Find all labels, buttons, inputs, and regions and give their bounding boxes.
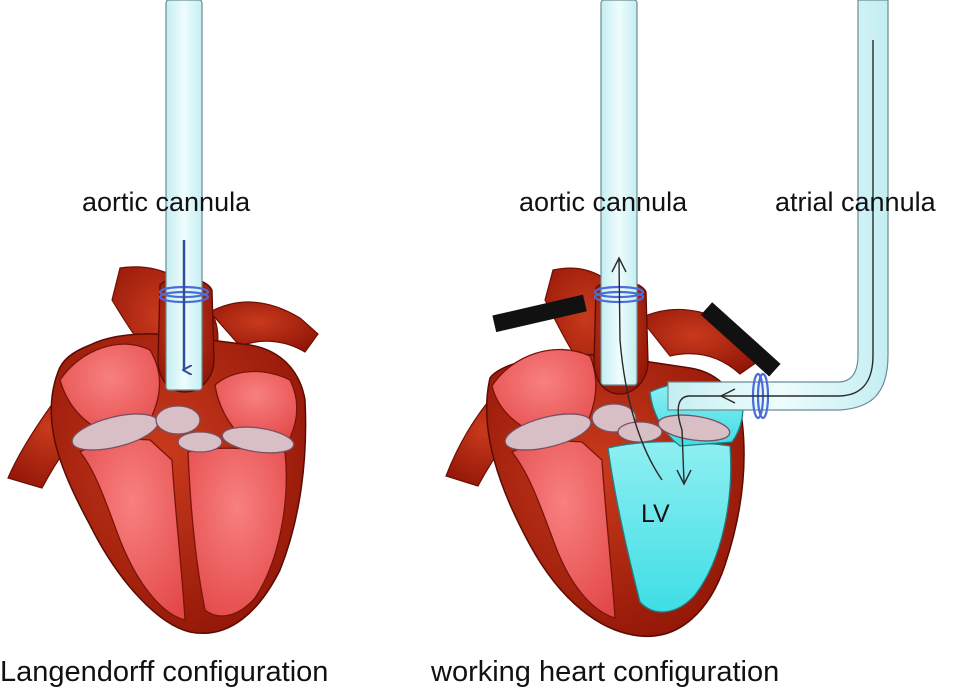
- working-heart-caption: working heart configuration: [431, 656, 780, 688]
- mitral-valve: [221, 426, 295, 454]
- left-atrium: [214, 370, 298, 441]
- flow-arrow-icon: [611, 256, 663, 481]
- working-heart-atrial-cannula-label: atrial cannula: [775, 187, 936, 217]
- working-heart-aortic-cannula-label: aortic cannula: [519, 187, 688, 217]
- pulmonary-valve: [617, 421, 663, 443]
- right-ventricle: [510, 440, 616, 619]
- lv-label: LV: [641, 500, 670, 528]
- aortic-cannula-tube: [600, 0, 638, 386]
- clamp-icon: [492, 294, 587, 333]
- aortic-valve: [155, 405, 201, 435]
- left-ventricle: [187, 447, 287, 617]
- flow-arrow-icon: [676, 40, 874, 486]
- pulmonary-valve: [177, 431, 223, 453]
- mitral-valve: [657, 414, 731, 442]
- working-heart-panel: [445, 0, 889, 638]
- atrial-cannula-tube: [667, 0, 889, 411]
- langendorff-caption: Langendorff configuration: [0, 656, 329, 688]
- clamp-icon: [700, 302, 781, 377]
- langendorff-aortic-cannula-label: aortic cannula: [82, 187, 251, 217]
- tricuspid-valve: [504, 413, 592, 451]
- langendorff-panel: [7, 0, 319, 634]
